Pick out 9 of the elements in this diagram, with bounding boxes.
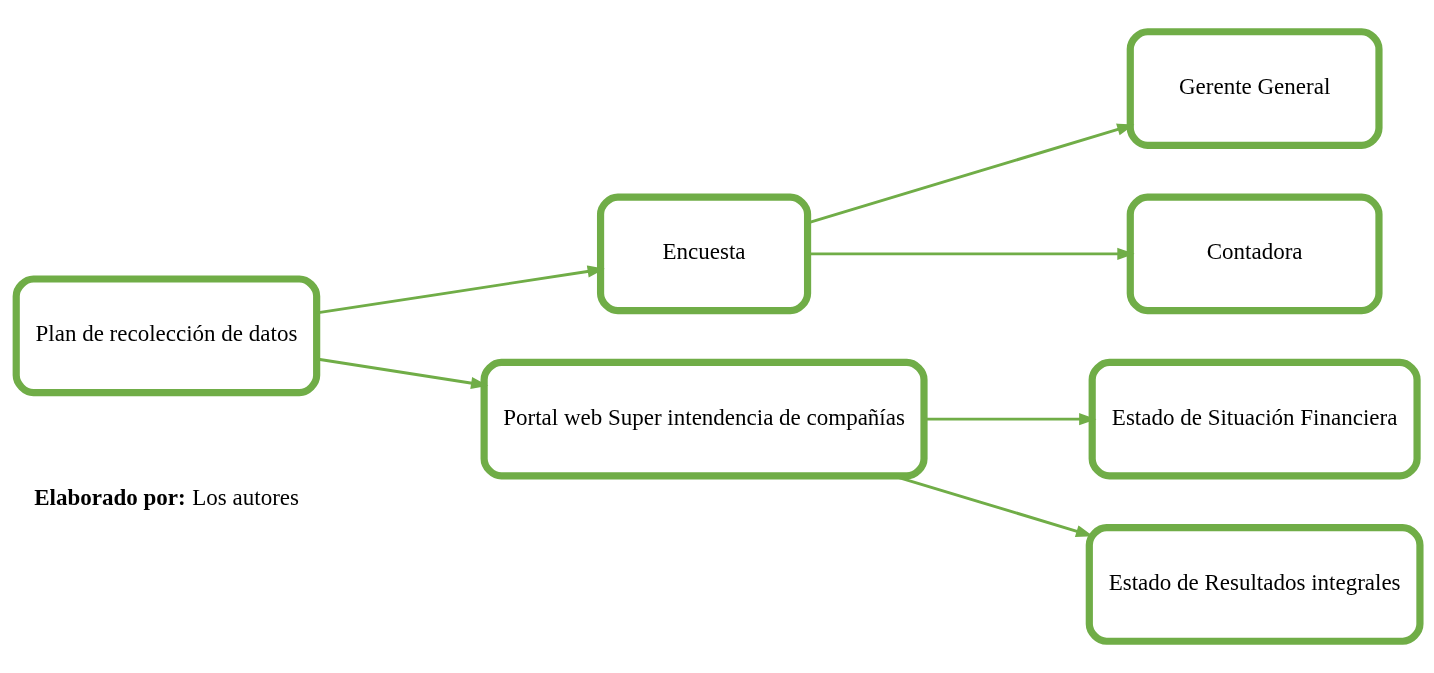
- arrow: [924, 413, 1097, 426]
- node-box: Contadora: [1126, 193, 1383, 315]
- label: Elaborado por: Los autores: [34, 485, 299, 511]
- node-box: Gerente General: [1126, 28, 1383, 149]
- node-box: Estado de Situación Financiera: [1088, 358, 1421, 480]
- node-box: Encuesta: [596, 193, 812, 315]
- node-box: Estado de Resultados integrales: [1085, 524, 1424, 645]
- node-box: Plan de recolección de datos: [12, 275, 321, 397]
- node-box: Portal web Super intendencia de compañías: [480, 358, 928, 480]
